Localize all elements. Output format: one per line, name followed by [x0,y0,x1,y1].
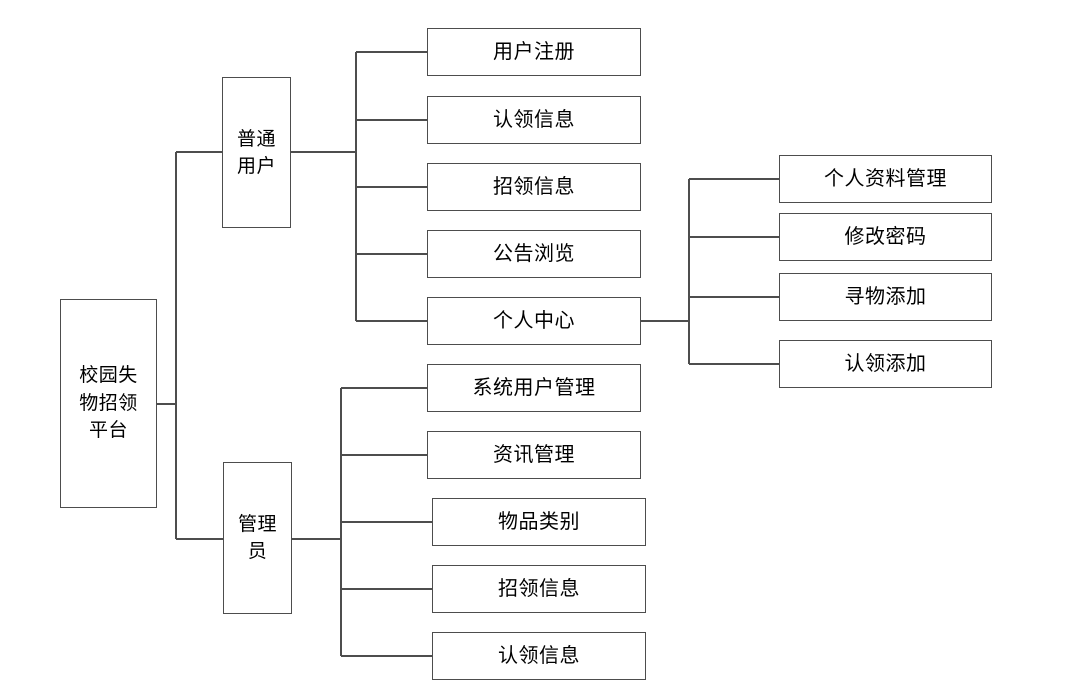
node-claim-info-user[interactable]: 认领信息 [427,96,641,144]
node-ordinary-user[interactable]: 普通 用户 [222,77,291,228]
node-change-password[interactable]: 修改密码 [779,213,992,261]
node-claim-add[interactable]: 认领添加 [779,340,992,388]
node-profile-manage[interactable]: 个人资料管理 [779,155,992,203]
node-found-info-user[interactable]: 招领信息 [427,163,641,211]
node-root-platform[interactable]: 校园失 物招领 平台 [60,299,157,508]
node-item-category[interactable]: 物品类别 [432,498,646,546]
node-notice-browse[interactable]: 公告浏览 [427,230,641,278]
node-claim-info-admin[interactable]: 认领信息 [432,632,646,680]
node-administrator[interactable]: 管理 员 [223,462,292,614]
node-news-manage[interactable]: 资讯管理 [427,431,641,479]
node-personal-center[interactable]: 个人中心 [427,297,641,345]
node-found-info-admin[interactable]: 招领信息 [432,565,646,613]
node-user-register[interactable]: 用户注册 [427,28,641,76]
node-system-user-manage[interactable]: 系统用户管理 [427,364,641,412]
node-lost-item-add[interactable]: 寻物添加 [779,273,992,321]
